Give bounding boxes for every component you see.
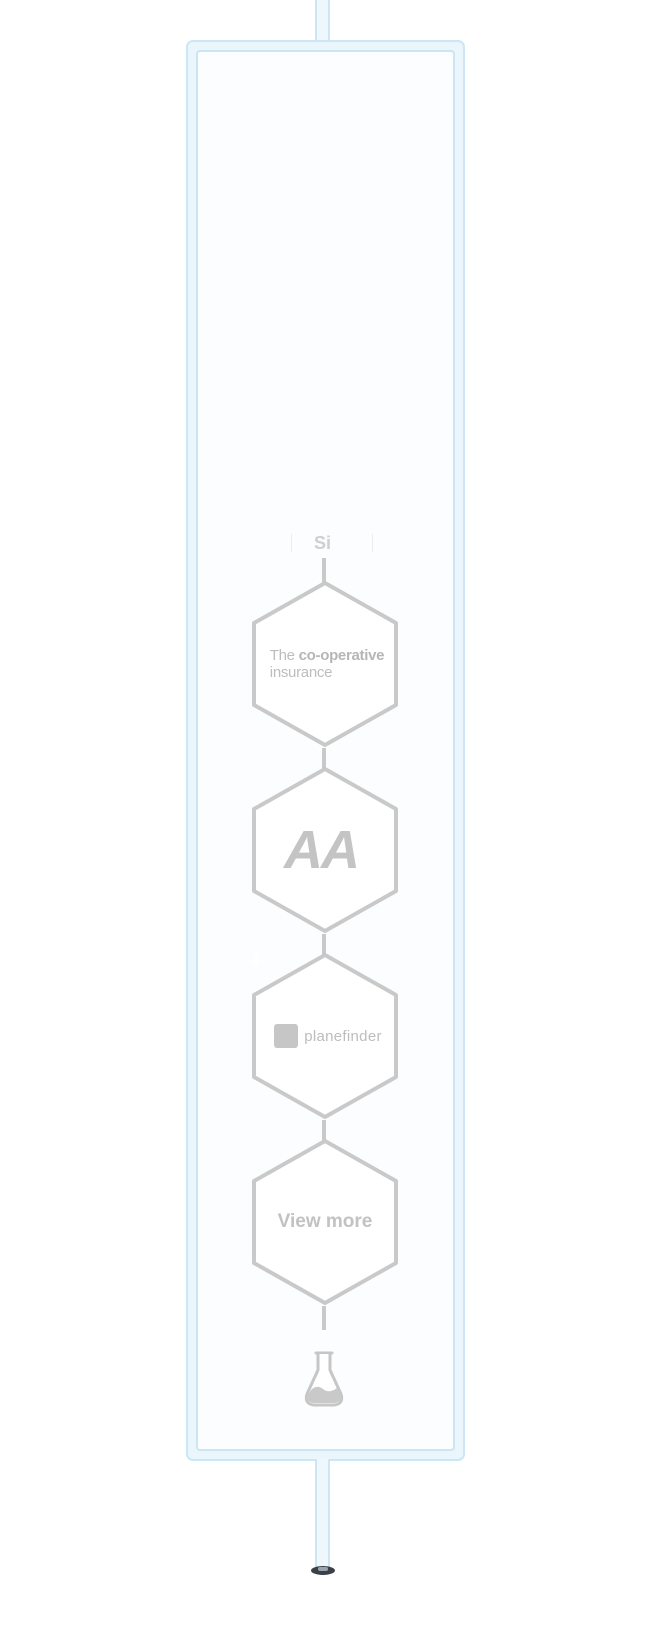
hexagon-shape	[252, 1139, 398, 1305]
connector	[322, 1120, 326, 1144]
hex-planefinder[interactable]: planefinder	[248, 951, 402, 1121]
view-more-button[interactable]: View more	[248, 1137, 402, 1307]
hex-aa[interactable]: AA	[248, 765, 402, 935]
coop-insurance-logo: The co-operative insurance	[266, 647, 385, 681]
connector	[322, 1306, 326, 1330]
flask-icon	[302, 1350, 346, 1408]
top-pipe	[315, 0, 330, 42]
planefinder-text: planefinder	[304, 1027, 382, 1045]
hexagon-shape	[252, 953, 398, 1119]
partially-visible-label: Si	[287, 528, 377, 558]
hexagon-shape	[252, 581, 398, 747]
coop-bold: co-operative	[298, 647, 385, 664]
pipe-cap	[311, 1566, 335, 1575]
connector	[322, 934, 326, 958]
connector	[322, 558, 326, 582]
partial-label-text: Si	[314, 532, 332, 553]
coop-the: The	[269, 647, 295, 664]
hex-coop-insurance[interactable]: The co-operative insurance	[248, 579, 402, 749]
aa-logo: AA	[284, 820, 360, 880]
view-more-label: View more	[277, 1211, 373, 1232]
coop-insurance: insurance	[269, 664, 333, 681]
airplane-icon	[249, 952, 299, 1048]
bottom-pipe	[315, 1459, 330, 1571]
planefinder-logo: planefinder	[249, 952, 382, 1048]
connector	[322, 748, 326, 772]
hexagon-shape	[252, 767, 398, 933]
